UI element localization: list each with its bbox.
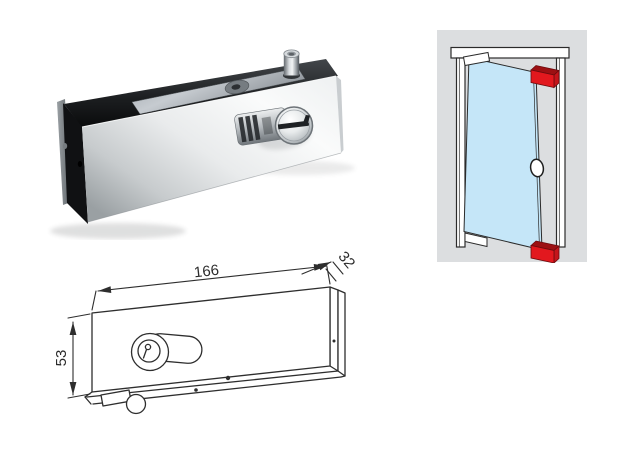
cylinder-tail <box>234 107 290 146</box>
cylinder-profile <box>130 332 203 372</box>
screw-dot <box>225 375 231 381</box>
fitting-marker-top-red <box>530 65 560 89</box>
door-knob <box>529 158 545 178</box>
top-cover-channel <box>64 59 338 127</box>
latch-pin <box>283 49 300 79</box>
dimension-height-label: 53 <box>53 350 70 367</box>
door-installation-diagram <box>437 30 587 263</box>
product-photo <box>50 49 355 239</box>
latch-bolt <box>125 393 147 415</box>
photo-shadow <box>50 223 186 239</box>
fitting-marker-bottom-red <box>530 240 560 263</box>
keyway-icon <box>277 114 310 130</box>
glass-gasket-back-plate <box>57 99 88 224</box>
lock-cylinder <box>234 106 314 150</box>
clamp-insert <box>131 67 306 115</box>
screw-dot <box>194 388 198 392</box>
glass-door <box>463 56 543 251</box>
hinge-fitting-bottom <box>464 232 488 248</box>
door-frame <box>450 46 570 248</box>
screw-icon <box>62 143 68 149</box>
screw-hole <box>224 79 250 95</box>
part-outline <box>84 286 346 415</box>
technical-drawing: 166 53 32 <box>53 250 358 415</box>
hinge-fitting-top <box>462 51 491 67</box>
dimension-width-label: 166 <box>193 262 220 282</box>
